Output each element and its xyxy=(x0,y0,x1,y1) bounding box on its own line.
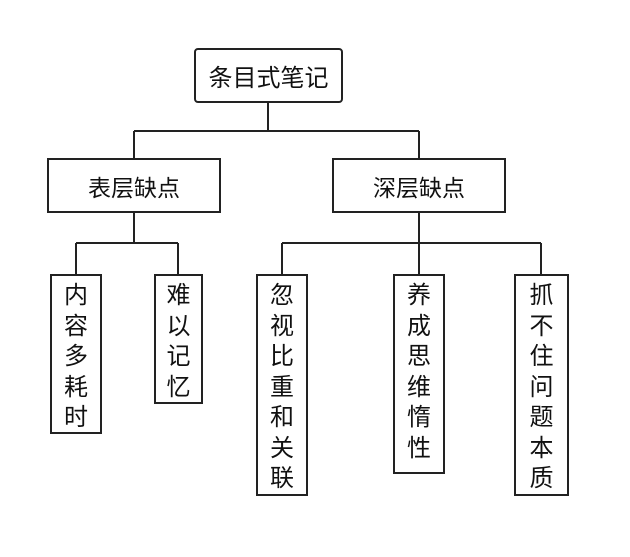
leaf-node: 养成思维惰性 xyxy=(393,274,445,474)
branch-node-surface: 表层缺点 xyxy=(47,158,221,213)
branch-node-label: 深层缺点 xyxy=(373,175,465,202)
leaf-node: 忽视比重和关联 xyxy=(256,274,308,496)
leaf-node-label: 内容多耗时 xyxy=(64,281,88,431)
leaf-node-label: 抓不住问题本质 xyxy=(529,281,554,492)
branch-node-deep: 深层缺点 xyxy=(332,158,506,213)
root-node-label: 条目式笔记 xyxy=(208,64,329,92)
leaf-node-label: 养成思维惰性 xyxy=(407,281,431,462)
leaf-node-label: 忽视比重和关联 xyxy=(270,281,294,492)
leaf-node: 抓不住问题本质 xyxy=(514,274,569,496)
leaf-node: 内容多耗时 xyxy=(50,274,102,434)
leaf-node-label: 难以记忆 xyxy=(166,281,191,401)
branch-node-label: 表层缺点 xyxy=(88,175,180,202)
leaf-node: 难以记忆 xyxy=(154,274,203,404)
root-node: 条目式笔记 xyxy=(194,48,343,103)
